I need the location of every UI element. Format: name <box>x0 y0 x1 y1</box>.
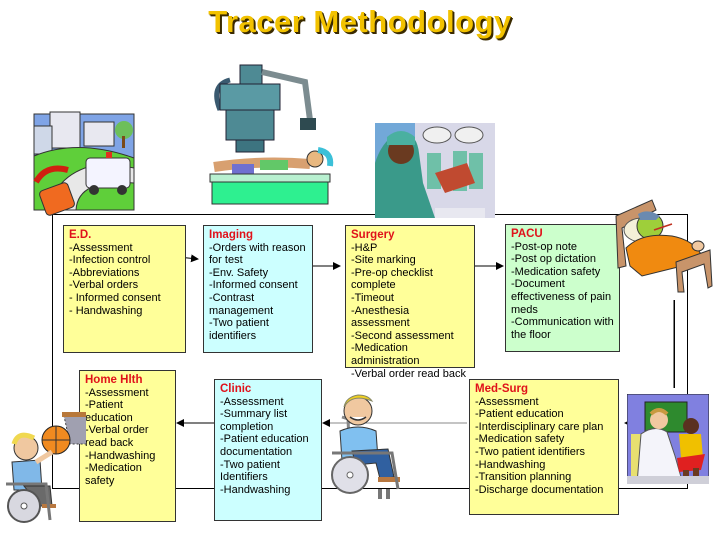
surgery-item: -Verbal order read back <box>351 367 466 380</box>
home-health-item: -Verbal order read back <box>85 424 152 449</box>
home-health-item: -Handwashing <box>85 449 156 462</box>
sick-patient-in-bed-icon <box>615 199 713 293</box>
pacu-box: PACU -Post-op note -Post op dictation -M… <box>505 224 620 352</box>
imaging-heading: Imaging <box>209 229 254 241</box>
home-health-heading: Home Hlth <box>85 374 143 386</box>
med-surg-item: -Assessment <box>475 395 539 408</box>
frame-top-line <box>52 214 687 215</box>
imaging-box: Imaging -Orders with reason for test -En… <box>203 225 313 353</box>
med-surg-item: -Two patient identifiers <box>475 445 586 458</box>
frame-left-line <box>52 214 53 489</box>
pacu-item: -Document effectiveness of pain meds <box>511 278 615 316</box>
ed-item: -Abbreviations <box>69 266 140 279</box>
surgeon-operating-room-icon <box>375 123 495 218</box>
clinic-item: -Handwashing <box>220 483 291 496</box>
pacu-item: -Communication with the floor <box>511 316 617 341</box>
pacu-item: -Medication safety <box>511 265 601 278</box>
imaging-item: -Env. Safety <box>209 266 269 279</box>
home-health-box: Home Hlth -Assessment -Patient education… <box>79 370 176 522</box>
med-surg-item: -Interdisciplinary care plan <box>475 420 604 433</box>
med-surg-box: Med-Surg -Assessment -Patient education … <box>469 379 619 515</box>
ambulance-city-phone-icon <box>33 111 135 216</box>
med-surg-item: -Discharge documentation <box>475 483 604 496</box>
clinic-item: -Summary list completion <box>220 408 291 433</box>
clinic-item: -Assessment <box>220 395 284 408</box>
surgery-heading: Surgery <box>351 229 395 241</box>
home-health-item: -Assessment <box>85 386 149 399</box>
ed-box: E.D. -Assessment -Infection control -Abb… <box>63 225 186 353</box>
x-ray-imaging-icon <box>209 64 334 205</box>
imaging-item: -Two patient identifiers <box>209 317 272 342</box>
surgery-item: -Pre-op checklist complete <box>351 266 436 292</box>
imaging-item: -Informed consent <box>209 279 298 292</box>
ed-item: -Infection control <box>69 254 151 267</box>
home-health-item: -Patient education <box>85 399 133 424</box>
med-surg-heading: Med-Surg <box>475 383 529 395</box>
frame-right-line <box>687 214 688 489</box>
clinic-item: -Two patient Identifiers <box>220 458 283 484</box>
home-health-item: -Medication safety <box>85 462 145 487</box>
ed-heading: E.D. <box>69 229 92 241</box>
pacu-item: -Post op dictation <box>511 253 596 266</box>
ed-item: -Verbal orders <box>69 279 139 292</box>
ed-item: - Informed consent <box>69 291 161 304</box>
med-surg-item: -Transition planning <box>475 471 572 484</box>
ed-item: -Assessment <box>69 241 133 254</box>
clinic-item: -Patient education documentation <box>220 433 312 458</box>
page-title: Tracer Methodology <box>208 4 512 39</box>
surgery-item: -Site marking <box>351 254 416 267</box>
surgery-item: -Timeout <box>351 291 394 304</box>
pacu-heading: PACU <box>511 228 543 240</box>
surgery-item: -Anesthesia assessment <box>351 304 413 330</box>
surgery-item: -Medication administration <box>351 342 420 367</box>
surgery-item: -Second assessment <box>351 329 454 342</box>
frame-bottom-line <box>52 488 687 489</box>
clinic-box: Clinic -Assessment -Summary list complet… <box>214 379 322 521</box>
surgery-item: -H&P <box>351 241 378 254</box>
clinic-heading: Clinic <box>220 383 252 395</box>
imaging-item: -Orders with reason for test <box>209 241 309 267</box>
boy-wheelchair-basketball-icon <box>6 412 86 523</box>
boy-in-wheelchair-icon <box>331 394 400 499</box>
med-surg-item: -Handwashing <box>475 458 546 471</box>
surgery-box: Surgery -H&P -Site marking -Pre-op check… <box>345 225 475 380</box>
med-surg-item: -Medication safety <box>475 433 565 446</box>
pacu-item: -Post-op note <box>511 240 578 253</box>
imaging-item: -Contrast management <box>209 291 274 317</box>
med-surg-item: -Patient education <box>475 408 564 421</box>
doctor-with-child-icon <box>627 394 709 484</box>
ed-item: - Handwashing <box>69 304 143 317</box>
